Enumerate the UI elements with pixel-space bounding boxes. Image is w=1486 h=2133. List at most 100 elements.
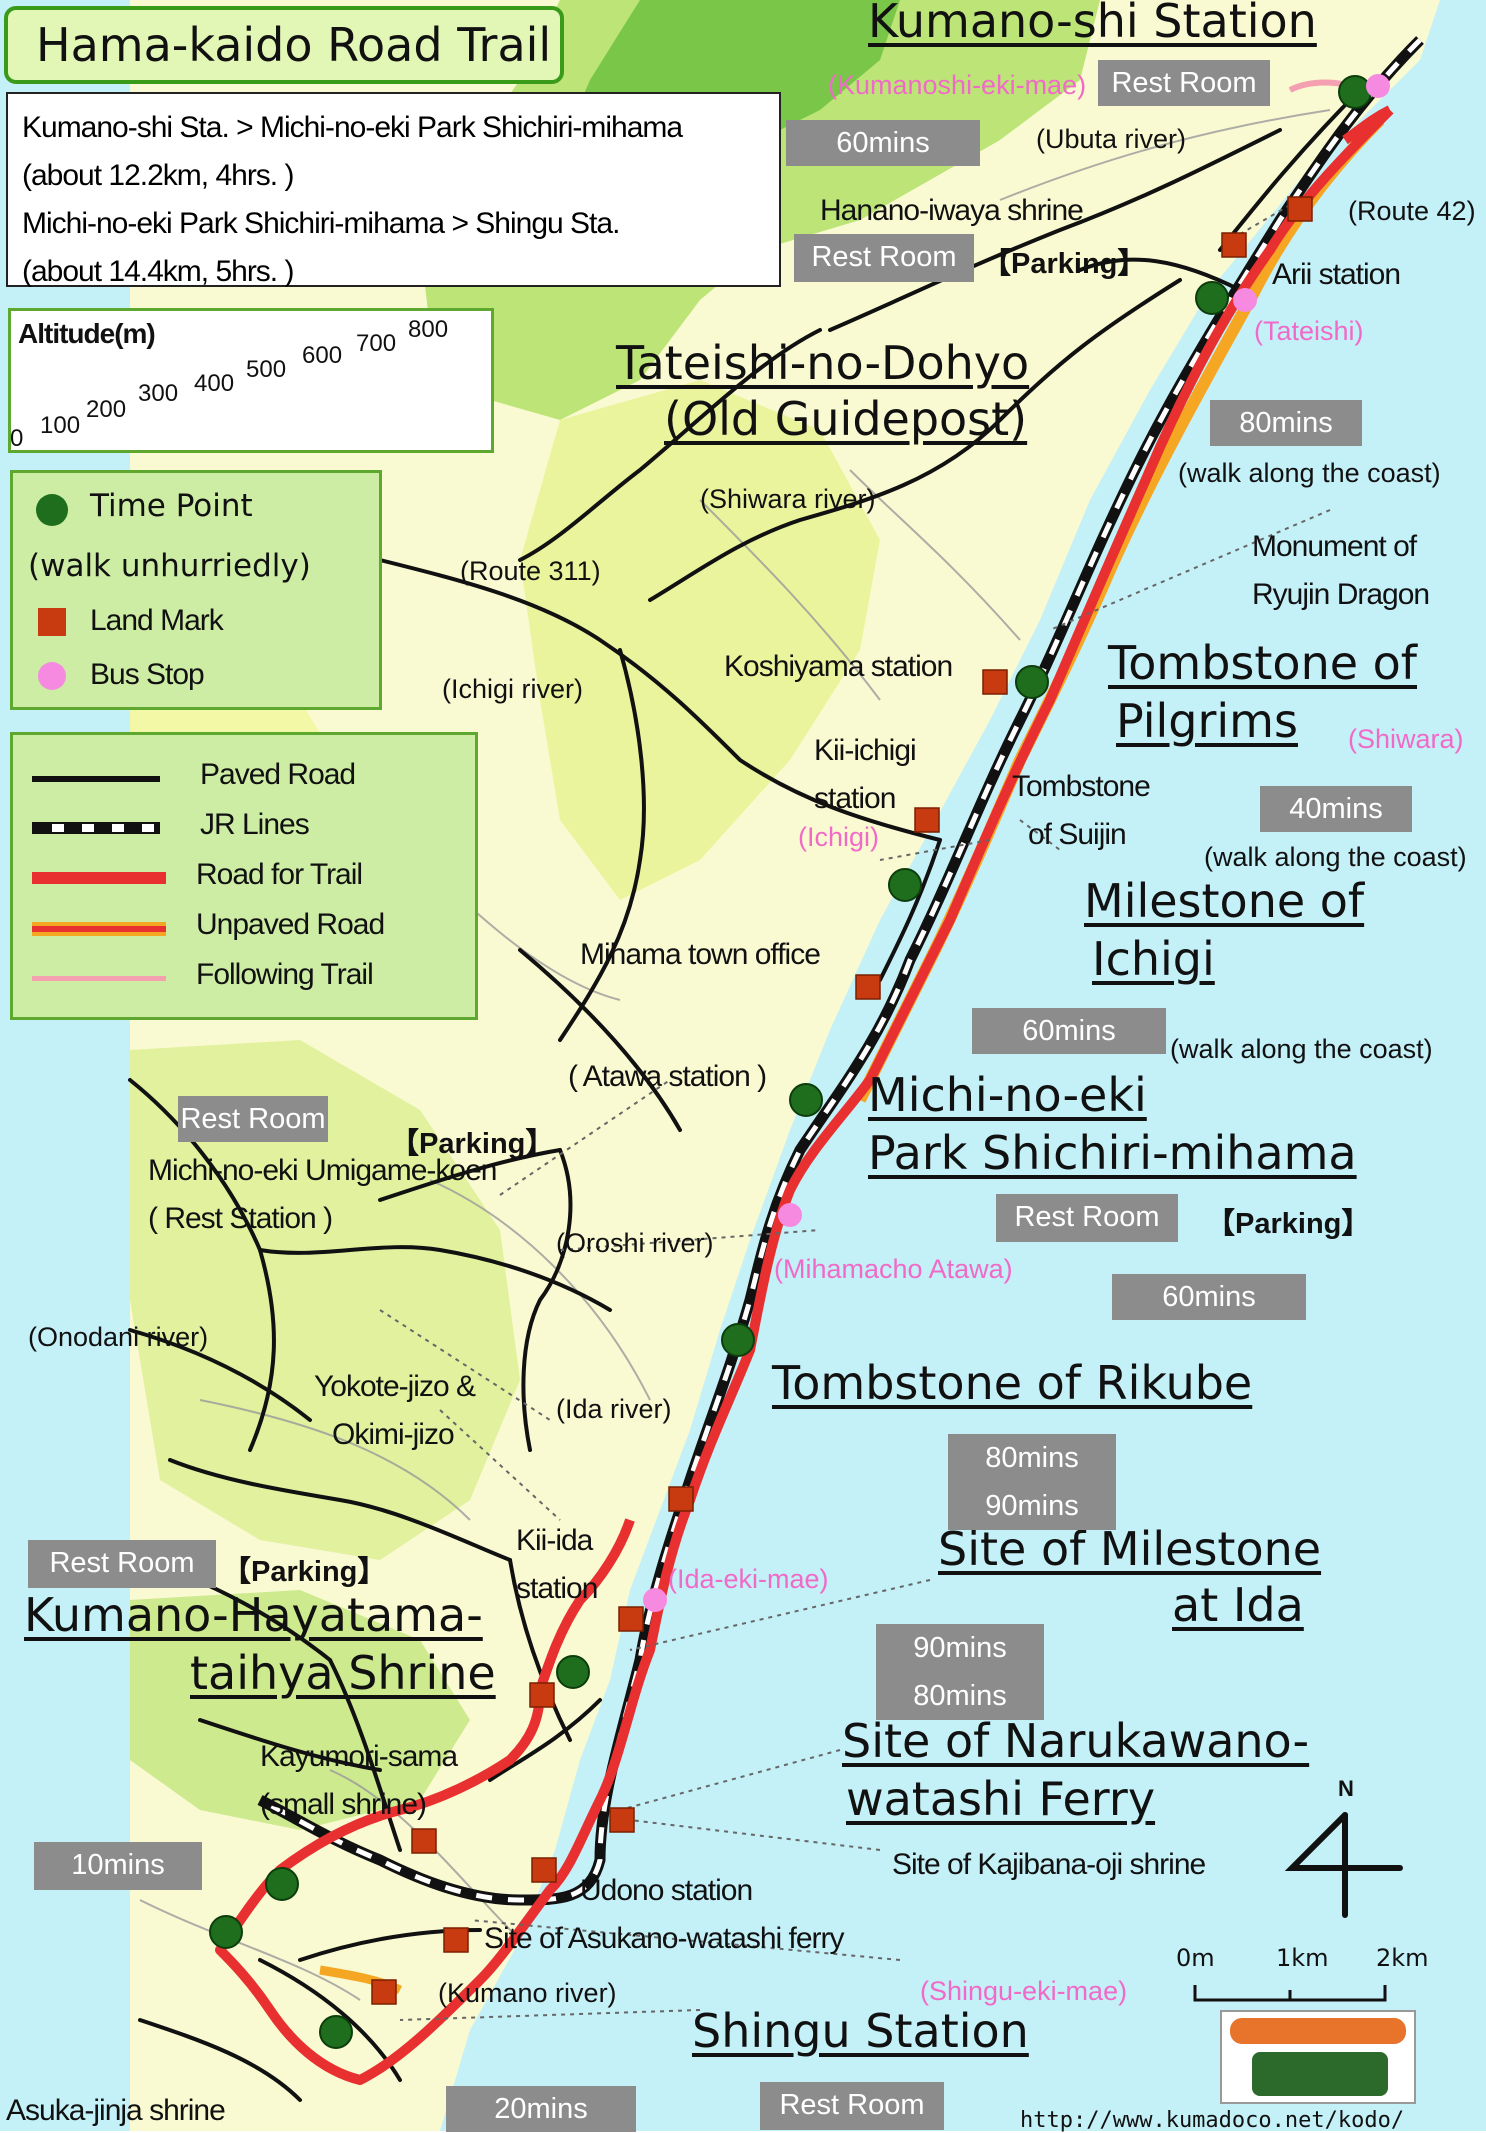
time-point-pilgrims [1015,665,1049,699]
route-info-line-2: (about 12.2km, 4hrs. ) [22,159,294,192]
ida-ekimae-label: (Ida-eki-mae) [668,1564,829,1594]
parking-hanano: 【Parking】 [982,248,1147,280]
site-url: http://www.kumadoco.net/kodo/ [1020,2108,1405,2133]
rest-room-shingu: Rest Room [760,2082,944,2130]
walk-coast-label-3: (walk along the coast) [1170,1034,1433,1064]
tomb-suijin-label-1: Tombstone [1012,770,1151,803]
landmark-narukawano [609,1807,635,1833]
narukawano-label-1: Site of Narukawano- [842,1714,1310,1768]
bus-stop-legend: Bus Stop [90,658,205,691]
time-badge-40: 40mins [1260,786,1412,832]
tateishi-dohyo-label-1: Tateishi-no-Dohyo [616,336,1030,390]
parking-hayatama: 【Parking】 [222,1556,387,1588]
land-marks [371,196,1313,2005]
time-badge-80-top: 80mins [1210,400,1362,446]
logo-badge-icon [1230,2018,1406,2044]
landmark-route42 [1287,196,1313,222]
logo-mark-icon [1252,2052,1388,2096]
time-point-asuka [209,1915,243,1949]
altitude-200: 200 [86,396,127,423]
paved-road-legend-icon [32,776,160,782]
altitude-700: 700 [356,330,397,357]
landmark-kajibana [531,1857,557,1883]
asuka-jinja-label: Asuka-jinja shrine [6,2094,226,2127]
bus-stop-kumanoshi [1366,74,1390,98]
hill-area-mid [520,380,880,900]
landmark-shingu [371,1979,397,2005]
paved-road-legend: Paved Road [200,758,356,791]
asukano-label: Site of Asukano-watashi ferry [484,1922,845,1955]
bus-stop-tateishi [1233,288,1257,312]
time-point-note: (walk unhurriedly) [28,548,311,584]
landmark-kayumori [411,1828,437,1854]
landmark-mihama [855,974,881,1000]
altitude-400: 400 [194,370,235,397]
landmark-koshiyama [982,669,1008,695]
mihamacho-atawa-label: (Mihamacho Atawa) [774,1254,1013,1284]
kayumori-label-1: Kayumori-sama [260,1740,458,1773]
time-point-arii [1195,281,1229,315]
route311-label: (Route 311) [460,556,601,586]
altitude-600: 600 [302,342,343,369]
time-point-kumanoshi [1338,75,1372,109]
walk-coast-label-1: (walk along the coast) [1178,458,1441,488]
time-points [209,75,1372,2049]
bus-stops [643,74,1390,1612]
landmark-suijin [914,807,940,833]
ichigi-label: (Ichigi) [798,822,880,852]
altitude-100: 100 [40,412,81,439]
route-info-line-3: Michi-no-eki Park Shichiri-mihama > Shin… [22,207,620,240]
tomb-pilgrims-label-1: Tombstone of [1108,636,1417,690]
map-title: Hama-kaido Road Trail [4,6,564,84]
landmark-asukano [443,1927,469,1953]
trail-legend: Road for Trail [196,858,363,891]
kajibana-label: Site of Kajibana-oji shrine [892,1848,1206,1881]
time-point-shingu [319,2015,353,2049]
north-arrow [1284,1812,1403,1918]
udono-label: Udono station [580,1874,753,1907]
kumano-river-label: (Kumano river) [438,1978,617,2008]
rest-room-hayatama: Rest Room [28,1540,216,1588]
altitude-800: 800 [408,316,449,343]
time-badge-90-80: 90mins 80mins [876,1624,1044,1720]
time-badge-80-low: 80mins [985,1442,1079,1474]
rest-room-hanano: Rest Room [794,234,974,282]
trail-top-branch [1342,105,1393,145]
unpaved-legend: Unpaved Road [196,908,385,941]
kumanoshi-station-label: Kumano-shi Station [868,0,1317,48]
yokote-label-2: Okimi-jizo [332,1418,455,1451]
bus-stop-legend-icon [38,662,66,690]
kii-ichigi-label-2: station [814,782,896,815]
hill-area-left [130,1040,520,1560]
kii-ida-label-1: Kii-ida [516,1524,593,1557]
route42-label: (Route 42) [1348,196,1476,226]
scale-2km: 2km [1376,1944,1429,1972]
bus-stop-mihamacho [778,1203,802,1227]
milestone-ichigi-label-1: Milestone of [1084,874,1365,928]
time-point-legend-icon [36,494,68,526]
route-info-line-4: (about 14.4km, 5hrs. ) [22,255,294,288]
monument-label-1: Monument of [1252,530,1417,563]
rest-room-umigame: Rest Room [178,1096,328,1142]
altitude-300: 300 [138,380,179,407]
mihama-office-label: Mihama town office [580,938,821,971]
kayumori-label-2: (small shrine) [260,1788,427,1821]
arii-station-label: Arii station [1272,258,1401,291]
ida-river-label: (Ida river) [556,1394,672,1424]
paved-roads [128,88,1362,2102]
jr-line-legend-icon [32,822,160,834]
unpaved-legend-icon [32,922,166,936]
bus-stop-ida [643,1588,667,1612]
trail-legend-icon [32,872,166,884]
following-legend: Following Trail [196,958,374,991]
altitude-500: 500 [246,356,287,383]
time-badge-90-low: 90mins [985,1490,1079,1522]
kii-ida-label-2: station [516,1572,598,1605]
point-legend [10,470,382,710]
tomb-rikube-label: Tombstone of Rikube [772,1356,1253,1410]
time-badge-10: 10mins [34,1842,202,1890]
landmark-milestone-ida [618,1606,644,1632]
time-point-legend: Time Point [90,488,253,524]
time-badge-60-mid: 60mins [972,1008,1166,1054]
michinoeki-label-1: Michi-no-eki [868,1068,1147,1122]
